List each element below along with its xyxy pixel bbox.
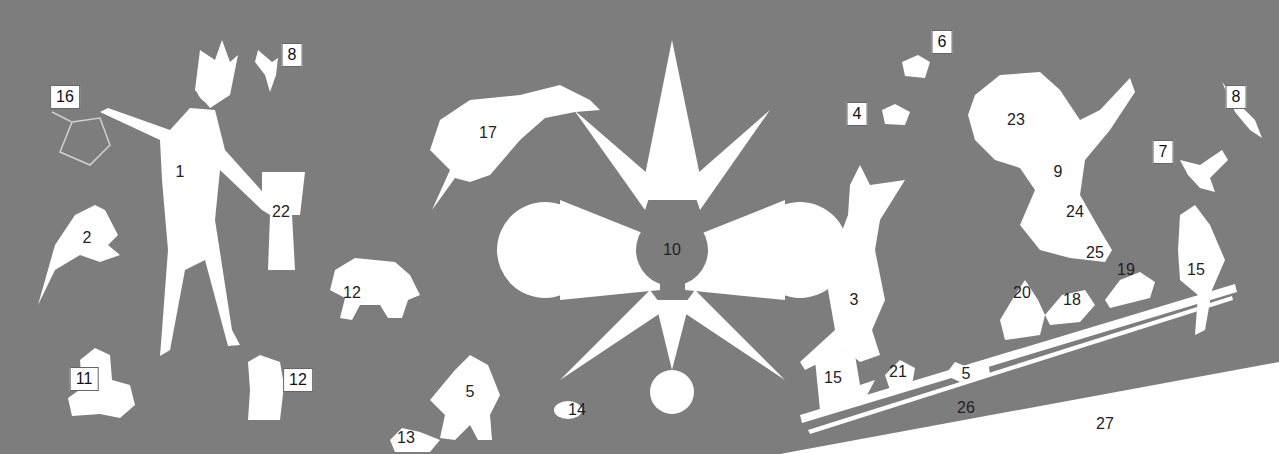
leaping-figure (800, 165, 905, 370)
callout-number: 7 (1153, 140, 1174, 164)
callout-number: 26 (957, 399, 975, 417)
callout-number: 15 (1187, 261, 1205, 279)
small-figure (902, 55, 930, 78)
constellation (52, 112, 110, 165)
callout-number: 22 (272, 203, 290, 221)
callout-number: 8 (1226, 85, 1247, 109)
callout-number: 14 (568, 401, 586, 419)
kneeling-figure (68, 348, 135, 418)
callout-number: 10 (663, 241, 681, 259)
callout-number: 8 (282, 43, 303, 67)
callout-number: 20 (1013, 284, 1031, 302)
callout-number: 12 (343, 284, 361, 302)
flower-figure (497, 40, 848, 414)
crown-figure (262, 172, 305, 270)
callout-number: 27 (1096, 415, 1114, 433)
callout-number: 16 (50, 85, 80, 109)
callout-number: 19 (1117, 261, 1135, 279)
callout-number: 17 (479, 124, 497, 142)
small-rider-figure (1045, 290, 1095, 325)
small-rider-figure (885, 360, 915, 390)
callout-number: 21 (889, 363, 907, 381)
sun-figure (968, 72, 1135, 262)
dancer-figure (100, 40, 268, 356)
small-rider-figure (945, 360, 990, 382)
callout-number: 13 (397, 429, 415, 447)
animal-figure (248, 355, 284, 420)
callout-number: 6 (932, 30, 953, 54)
lizard-figure (1222, 82, 1262, 138)
small-figure (882, 104, 910, 125)
small-rider-figure (1000, 280, 1045, 340)
creature-figure (38, 205, 120, 305)
callout-number: 5 (962, 365, 971, 383)
callout-number: 15 (824, 369, 842, 387)
callout-number: 24 (1066, 203, 1084, 221)
rider-figure (815, 345, 875, 410)
callout-number: 25 (1086, 244, 1104, 262)
callout-number: 9 (1054, 163, 1063, 181)
callout-number: 2 (83, 229, 92, 247)
callout-number: 11 (70, 367, 99, 391)
callout-number: 3 (850, 291, 859, 309)
bird-figure (1180, 150, 1228, 192)
dragon-figure (430, 85, 600, 210)
callout-number: 1 (176, 163, 185, 181)
callout-number: 18 (1063, 291, 1081, 309)
small-bird-figure (255, 50, 278, 92)
callout-number: 4 (847, 102, 868, 126)
small-animal-figure (390, 428, 440, 452)
callout-number: 23 (1007, 111, 1025, 129)
sheep-figure (330, 258, 420, 320)
monkey-figure (430, 355, 500, 440)
callout-number: 5 (466, 383, 475, 401)
rider-figure (1178, 205, 1225, 335)
callout-number: 12 (283, 368, 313, 392)
